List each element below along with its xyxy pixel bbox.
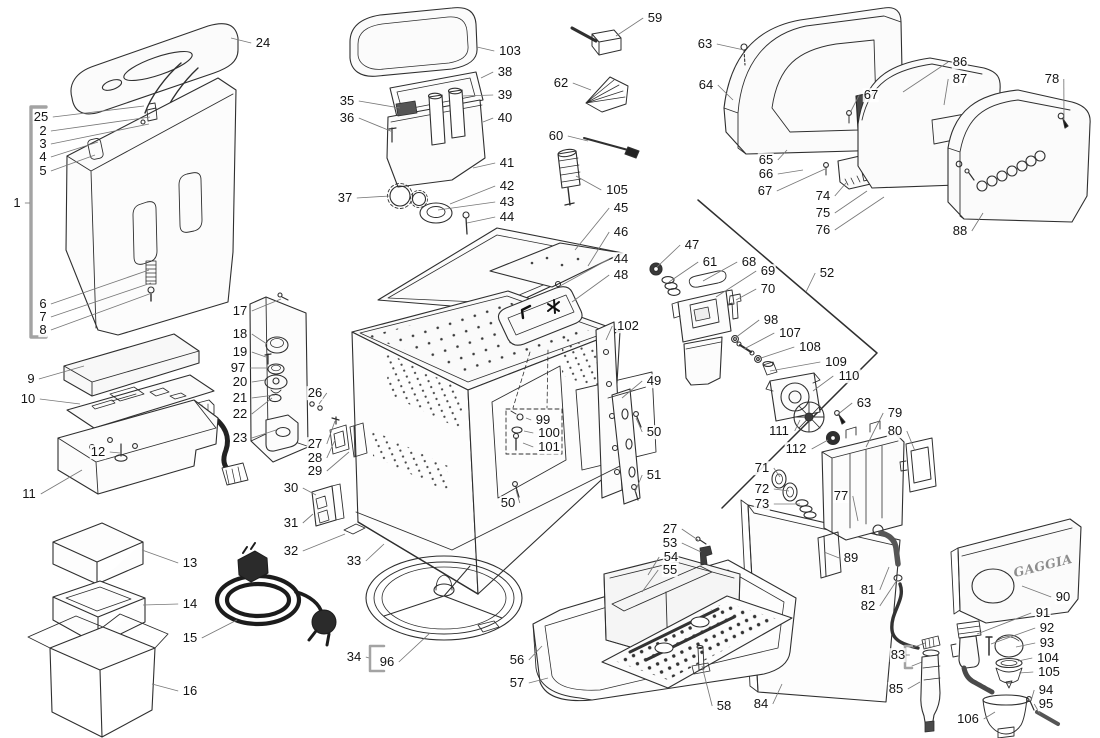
bracket-34 — [368, 644, 386, 673]
brand-panel: GAGGIA — [950, 518, 1082, 624]
ribbon-cable — [209, 413, 232, 474]
switch-socket-column — [309, 401, 368, 535]
shipping-carton — [27, 613, 169, 738]
steam-pipe-assembly — [872, 524, 941, 733]
instruction-booklet — [585, 76, 629, 113]
chassis-body — [351, 290, 657, 595]
gear-motor — [765, 372, 846, 446]
front-panel — [947, 89, 1091, 223]
water-tank — [65, 77, 237, 336]
cleaning-brush — [583, 137, 640, 159]
power-cord — [214, 542, 337, 647]
electronics-tray — [57, 399, 219, 495]
pannarello-assembly — [950, 620, 1060, 738]
grease-tube — [557, 148, 582, 206]
brew-group-tool — [570, 26, 622, 56]
seals-and-spring — [771, 469, 817, 519]
hopper-lid — [349, 7, 478, 77]
drip-tray-grid — [601, 595, 793, 689]
packing-foam-top — [52, 522, 144, 585]
service-door — [497, 286, 583, 346]
grinder-housing — [386, 87, 486, 235]
bracket-1 — [29, 105, 48, 339]
fastener-detail-box — [505, 349, 563, 455]
turntable-disc — [365, 555, 523, 641]
brew-group — [649, 262, 778, 386]
reference-line-52 — [697, 199, 878, 509]
valve-parts-column — [264, 336, 299, 452]
